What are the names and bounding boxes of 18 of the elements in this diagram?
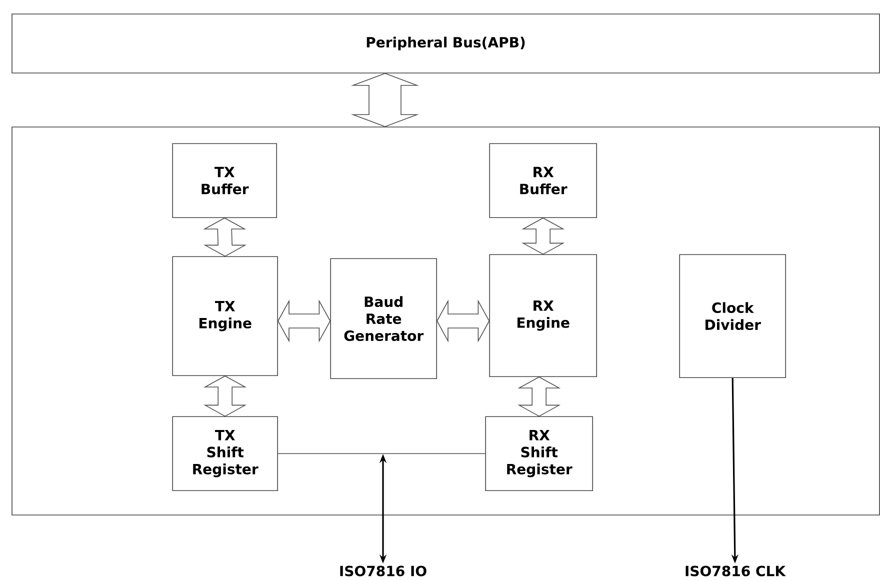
- double-arrow: [436, 299, 490, 343]
- double-arrow: [278, 299, 331, 343]
- block-box: TX Engine: [172, 256, 278, 376]
- bus-band: Peripheral Bus(APB): [12, 14, 880, 74]
- double-arrow: [518, 376, 561, 417]
- pin-label: ISO7816 IO: [340, 566, 426, 576]
- double-arrow: [204, 376, 247, 417]
- block-box: Baud Rate Generator: [330, 258, 437, 379]
- block-box: RX Engine: [489, 254, 597, 377]
- module-outline: [12, 126, 880, 516]
- block-box: Clock Divider: [679, 254, 786, 378]
- double-arrow: [522, 218, 565, 255]
- block-box: TX Buffer: [172, 143, 277, 218]
- block-box: RX Buffer: [489, 143, 597, 218]
- pin-label: ISO7816 CLK: [686, 566, 786, 576]
- block-box: RX Shift Register: [485, 416, 593, 491]
- block-box: TX Shift Register: [172, 416, 278, 491]
- signal-line: [278, 453, 486, 454]
